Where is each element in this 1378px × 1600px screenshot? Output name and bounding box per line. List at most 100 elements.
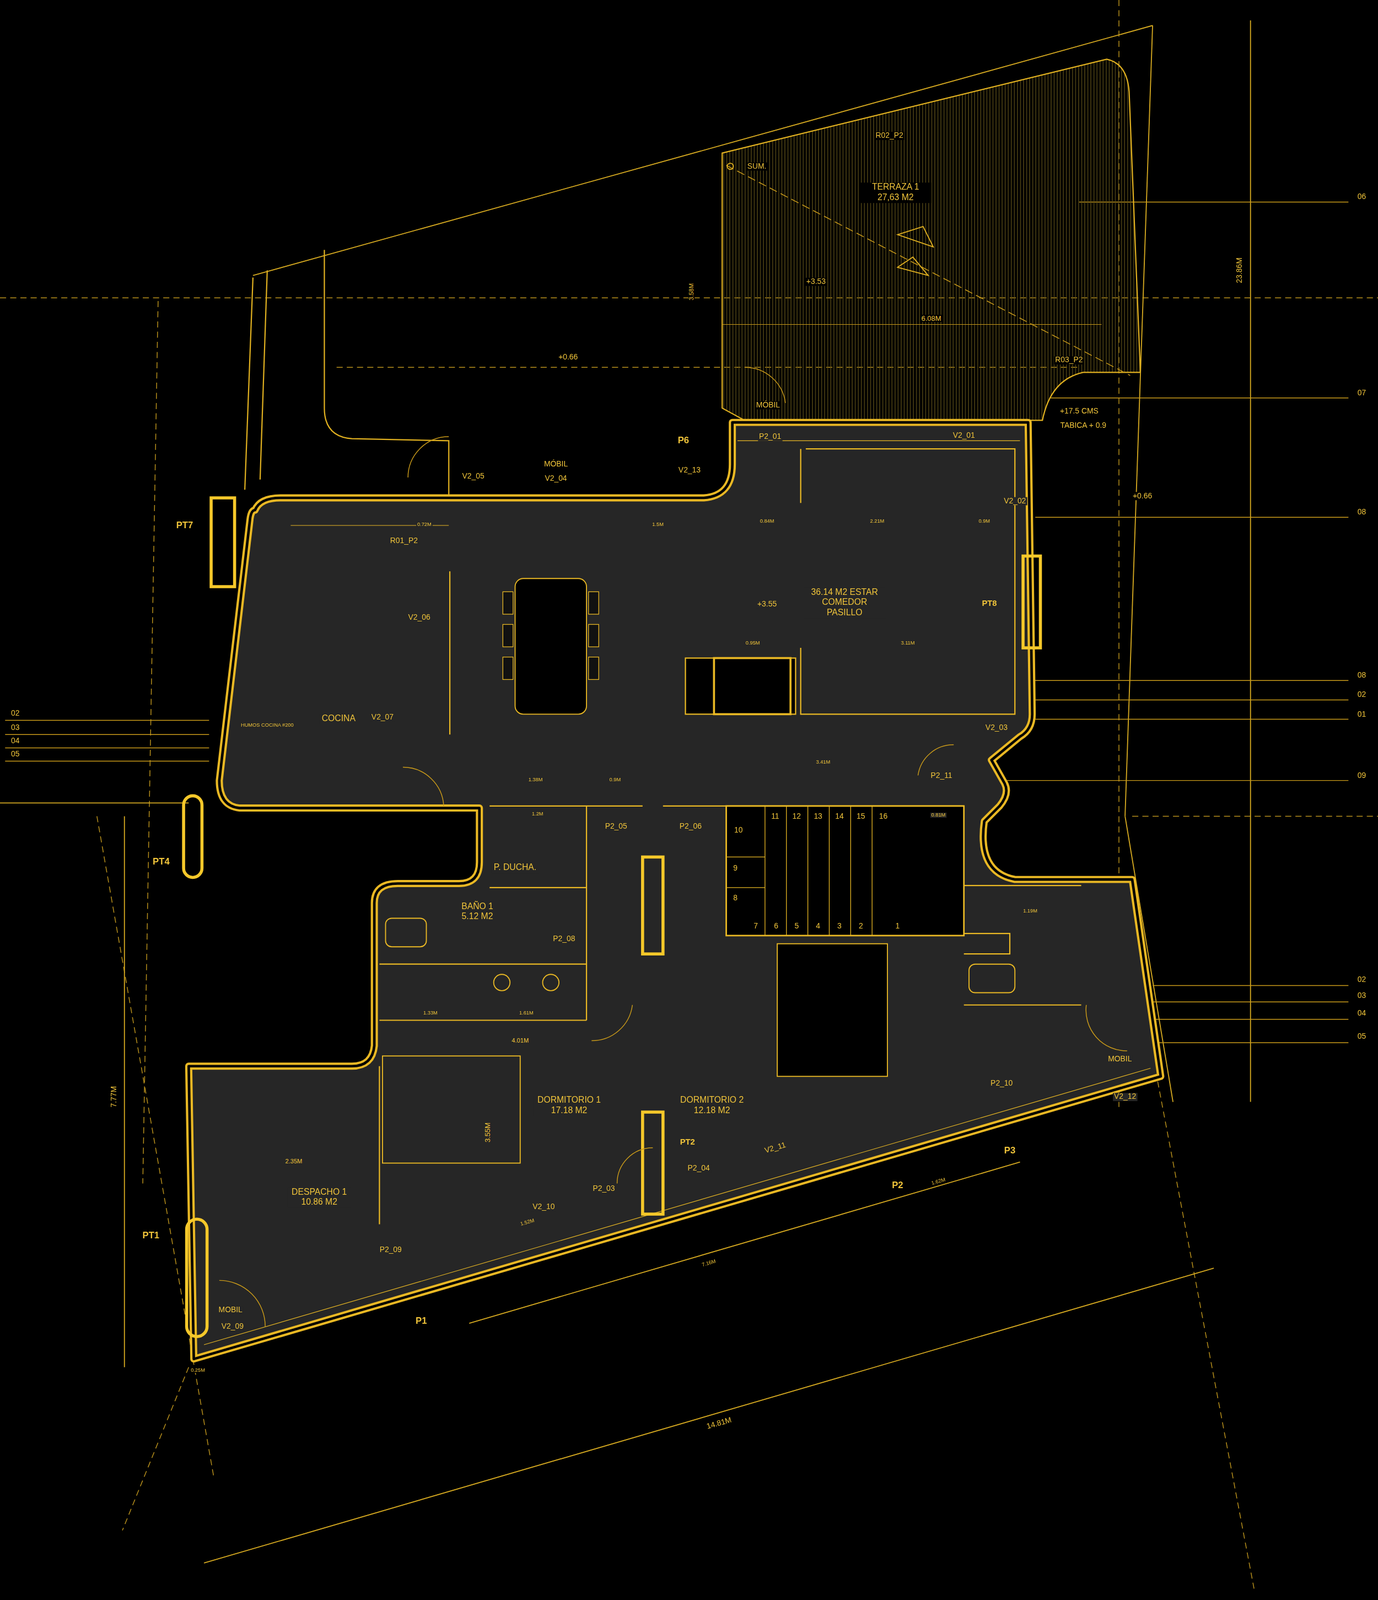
plan-label: 2.21M (869, 518, 886, 524)
plan-label: P2_05 (604, 822, 629, 831)
plan-label: 07 (1356, 389, 1367, 397)
plan-label: 09 (1356, 771, 1367, 779)
room-name: COCINA (319, 714, 358, 725)
plan-label: 0.84M (759, 518, 775, 524)
plan-label: P2_10 (989, 1079, 1014, 1087)
plan-label: 08 (1356, 508, 1367, 516)
plan-label: R03_P2 (1053, 356, 1084, 364)
plan-label: 04 (9, 736, 21, 745)
room-label: TERRAZA 1 27,63 M2 (859, 182, 932, 203)
plan-label: SUM. (746, 162, 768, 171)
plan-label: 13 (813, 811, 824, 820)
plan-label: 7.16M (700, 1257, 718, 1268)
plan-label: 1.5M (650, 521, 665, 527)
room-label: DORMITORIO 2 12.18 M2 (676, 1095, 748, 1116)
plan-label: P6 (676, 435, 691, 446)
plan-label: P2_01 (757, 432, 783, 441)
plan-label: V2_03 (984, 723, 1009, 731)
plan-label: 16 (878, 811, 889, 820)
plan-label: 12 (791, 811, 802, 820)
plan-label: PT2 (679, 1138, 697, 1147)
plan-label: +3.53 (805, 277, 827, 286)
plan-label: 02 (9, 709, 21, 718)
plan-label: 03 (9, 723, 21, 731)
plan-label: 0.25M (189, 1367, 206, 1373)
plan-label: P2 (890, 1180, 904, 1191)
plan-label: 0.9M (608, 776, 622, 782)
plan-label: V2_05 (461, 472, 486, 481)
plan-label: R02_P2 (874, 131, 905, 140)
plan-label: P2_11 (929, 771, 954, 779)
plan-label: 0.9M (977, 518, 992, 524)
plan-label: V2_01 (951, 431, 977, 440)
plan-label: P1 (414, 1316, 428, 1326)
plan-label: PT8 (981, 599, 999, 608)
plan-label: PT7 (175, 520, 195, 531)
plan-label: 7.77M (110, 1084, 118, 1108)
room-label: 36.14 M2 ESTAR COMEDOR PASILLO (803, 588, 886, 618)
room-label: DESPACHO 1 10.86 M2 (287, 1187, 352, 1208)
plan-label: P2_03 (591, 1184, 617, 1193)
plan-label: 15 (855, 811, 866, 820)
plan-label: V2_12 (1112, 1092, 1138, 1101)
plan-label: 1.2M (530, 811, 545, 817)
plan-label: TABICA + 0.9 (1059, 421, 1108, 430)
plan-label: 3.55M (483, 1121, 492, 1144)
plan-label: MÓBIL (542, 460, 569, 468)
plan-label: V2_04 (544, 474, 569, 483)
plan-label: 7 (752, 922, 760, 930)
plan-label: 08 (1356, 671, 1367, 680)
plan-label: P2_06 (678, 822, 703, 831)
plan-label: 3 (836, 922, 843, 930)
room-name: BAÑO 1 5.12 M2 (454, 901, 500, 922)
room-name: DORMITORIO 1 17.18 M2 (533, 1095, 606, 1116)
plan-label: V2_02 (1002, 497, 1027, 505)
room-label: BAÑO 1 5.12 M2 (454, 901, 500, 922)
plan-label: 14.81M (704, 1415, 734, 1431)
plan-label: 02 (1356, 690, 1367, 699)
plan-label: 05 (1356, 1032, 1367, 1041)
room-name: DORMITORIO 2 12.18 M2 (676, 1095, 748, 1116)
plan-label: P2_09 (378, 1245, 403, 1254)
plan-label: 04 (1356, 1009, 1367, 1017)
plan-label: 1 (894, 922, 901, 930)
plan-label: V2_07 (370, 713, 395, 721)
plan-label: P2_08 (551, 934, 577, 943)
room-label: P. DUCHA. (489, 863, 541, 874)
plan-label: 0.95M (744, 639, 761, 645)
plan-label: MOBIL (217, 1305, 244, 1314)
plan-label: 03 (1356, 991, 1367, 1000)
plan-label: MOBIL (1106, 1054, 1133, 1063)
plan-label: 0.81M (930, 812, 947, 818)
plan-label: 05 (9, 750, 21, 758)
plan-label: +0.66 (557, 353, 579, 362)
plan-label: P3 (1003, 1145, 1017, 1156)
room-name: 36.14 M2 ESTAR COMEDOR PASILLO (803, 588, 886, 618)
plan-label: V2_13 (677, 466, 702, 475)
room-label: DORMITORIO 1 17.18 M2 (533, 1095, 606, 1116)
room-name: TERRAZA 1 27,63 M2 (859, 182, 932, 203)
plan-label: 5 (793, 922, 800, 930)
plan-label: 1.19M (1021, 908, 1038, 914)
plan-label: 2.35M (284, 1157, 304, 1164)
plan-label: R01_P2 (389, 536, 419, 545)
plan-label: 4 (814, 922, 821, 930)
plan-label: MÓBIL (755, 401, 782, 409)
plan-label: PT1 (141, 1230, 161, 1241)
plan-label: 0.72M (416, 521, 433, 527)
plan-label: 3.41M (815, 759, 832, 765)
plan-label: 8 (732, 894, 739, 902)
plan-label: 06 (1356, 192, 1367, 201)
plan-label: V2_06 (407, 613, 432, 622)
plan-label: 6 (773, 922, 780, 930)
plan-label: 2 (857, 922, 864, 930)
plan-label: P2_04 (686, 1164, 712, 1172)
room-name: DESPACHO 1 10.86 M2 (287, 1187, 352, 1208)
plan-label: 1.38M (527, 776, 544, 782)
room-name: P. DUCHA. (491, 863, 539, 874)
plan-label: 3.58M (688, 282, 695, 302)
plan-label: V2_10 (531, 1202, 556, 1211)
plan-label: 1.33M (422, 1010, 439, 1016)
